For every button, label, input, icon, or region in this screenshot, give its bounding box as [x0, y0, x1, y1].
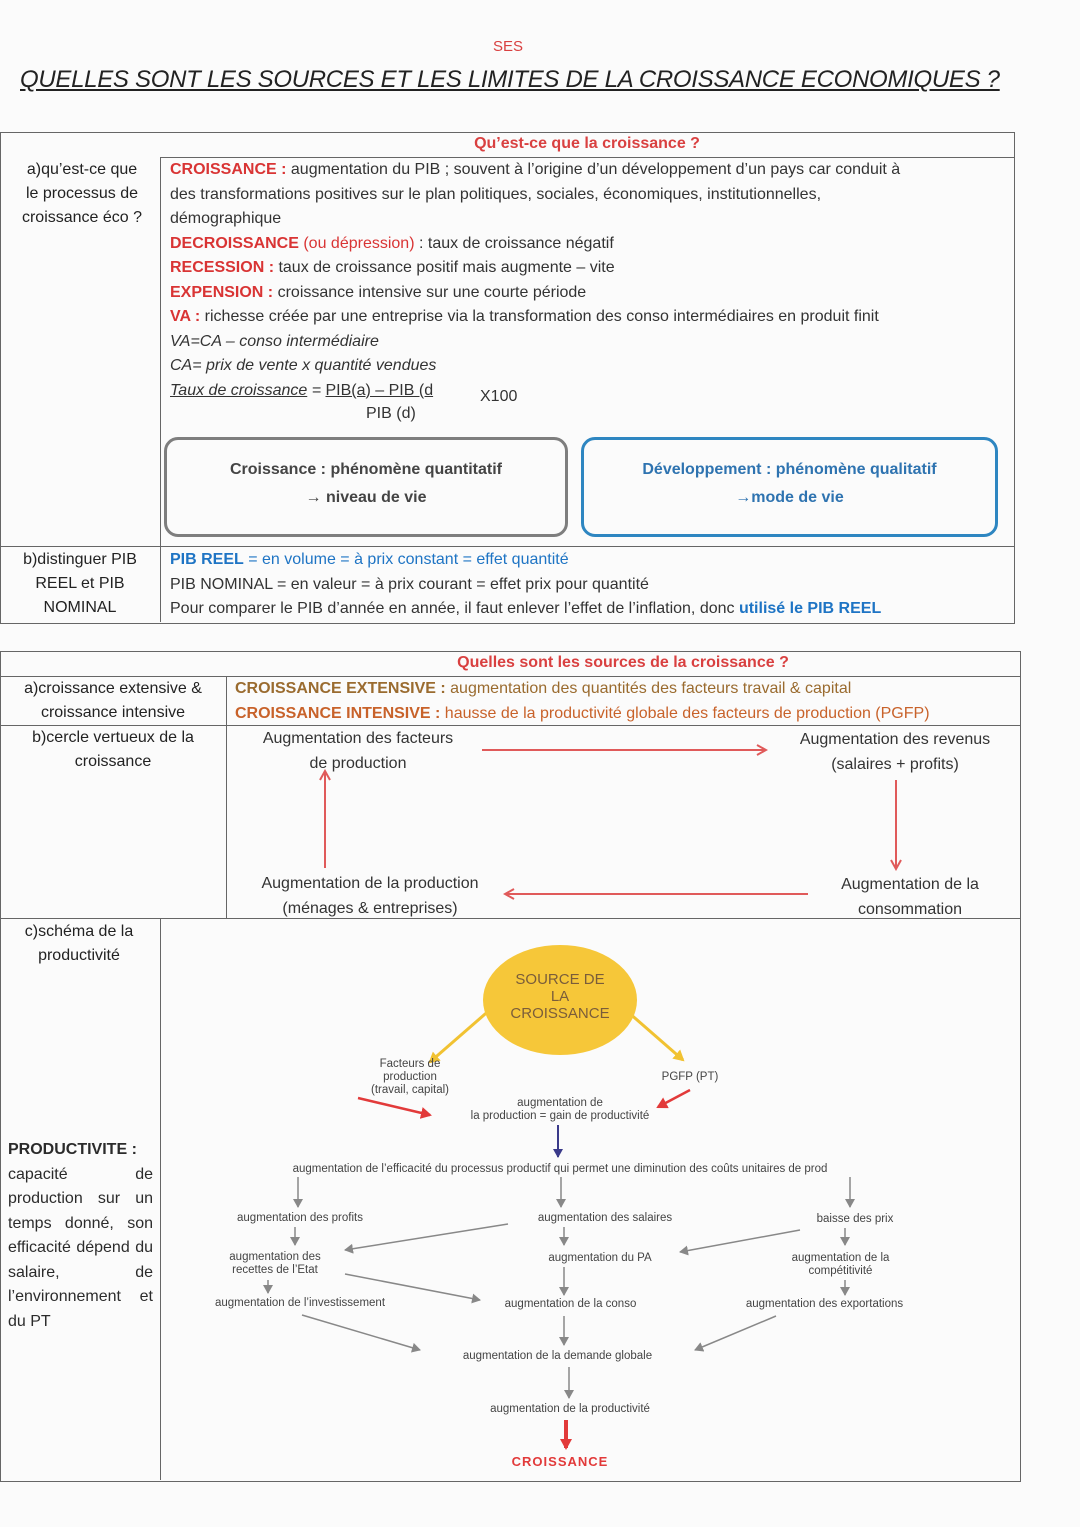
recettes-etat: augmentation des recettes de l’Etat — [229, 1251, 321, 1276]
efficacite: augmentation de l’efficacité du processu… — [292, 1163, 828, 1175]
profits: augmentation des profits — [237, 1212, 363, 1224]
section2-table — [0, 651, 1021, 1482]
page-title: QUELLES SONT LES SOURCES ET LES LIMITES … — [20, 66, 1000, 93]
salaires: augmentation des salaires — [537, 1212, 673, 1224]
taux-denominator: PIB (d) — [366, 405, 416, 422]
facteurs-production: Facteurs de production (travail, capital… — [371, 1058, 449, 1096]
section2-heading: Quelles sont les sources de la croissanc… — [457, 654, 789, 671]
row-c2-label: c)schéma de la productivité — [24, 923, 134, 964]
taux-multiplier: X100 — [480, 388, 518, 405]
cycle-revenus: Augmentation des revenus (salaires + pro… — [799, 731, 991, 773]
row-a-label: a)qu’est-ce que le processus de croissan… — [21, 161, 143, 226]
subject-label: SES — [492, 38, 523, 55]
cycle-consommation: Augmentation de la consommation — [841, 876, 979, 918]
pib-text: PIB REEL = en volume = à prix constant =… — [170, 551, 882, 617]
section1-heading: Qu’est-ce que la croissance ? — [474, 135, 700, 152]
competitivite: augmentation de la compétitivité — [791, 1252, 890, 1277]
investissement: augmentation de l’investissement — [214, 1297, 386, 1309]
row-b-label: b)distinguer PIB REEL et PIB NOMINAL — [23, 551, 137, 616]
exportations: augmentation des exportations — [745, 1298, 904, 1310]
gain-productivite: augmentation de la production = gain de … — [470, 1097, 650, 1122]
cycle-facteurs: Augmentation des facteurs de production — [262, 730, 454, 772]
croissance-box: Croissance : phénomène quantitatif → niv… — [164, 437, 568, 537]
augmentation-productivite: augmentation de la productivité — [490, 1403, 650, 1415]
conso: augmentation de la conso — [504, 1298, 637, 1310]
pouvoir-achat: augmentation du PA — [548, 1252, 652, 1264]
row-a2-label: a)croissance extensive & croissance inte… — [24, 680, 202, 721]
croissance-result: CROISSANCE — [511, 1454, 609, 1469]
developpement-box: Développement : phénomène qualitatif →mo… — [581, 437, 998, 537]
source-croissance-circle: SOURCE DE LA CROISSANCE — [483, 945, 637, 1055]
row-b2-label: b)cercle vertueux de la croissance — [32, 729, 194, 770]
croissance-definition: CROISSANCE : augmentation du PIB ; souve… — [170, 161, 901, 399]
cycle-production: Augmentation de la production (ménages &… — [261, 875, 479, 917]
baisse-prix: baisse des prix — [816, 1213, 894, 1225]
demande-globale: augmentation de la demande globale — [462, 1350, 653, 1362]
extensive-intensive: CROISSANCE EXTENSIVE : augmentation des … — [235, 680, 930, 722]
productivite-definition: PRODUCTIVITE : capacité de production su… — [8, 1141, 153, 1330]
pgfp: PGFP (PT) — [661, 1071, 719, 1083]
section1-table — [0, 132, 1015, 624]
